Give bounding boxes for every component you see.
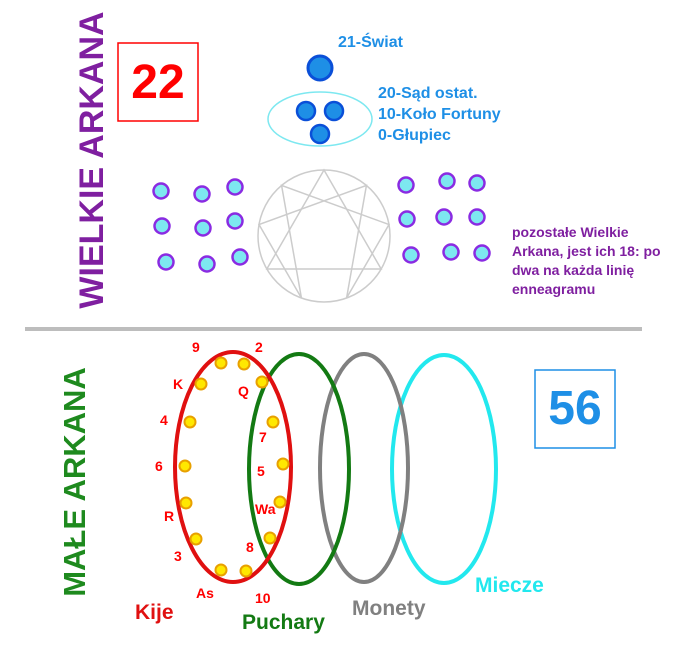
minor-count-box: [534, 369, 616, 449]
enneagram: [257, 168, 391, 303]
suit-label-cups: Puchary: [242, 611, 325, 634]
card-dot-4: [255, 375, 269, 389]
major-card-circle-left-4: [153, 217, 171, 235]
card-dot-1: [214, 356, 228, 370]
major-card-circle-left-6: [226, 212, 244, 230]
fool-card-circle: [309, 123, 331, 145]
judgement-label: 20-Sąd ostat.: [378, 85, 478, 102]
wheel-card-circle: [323, 100, 345, 122]
suit-label-swords: Miecze: [475, 574, 544, 597]
major-card-circle-right-3: [468, 174, 486, 192]
card-dot-3: [194, 377, 208, 391]
card-label-three: 3: [174, 548, 182, 564]
wheel-label: 10-Koło Fortuny: [378, 106, 501, 123]
minor-count: 56: [548, 382, 601, 435]
major-card-circle-right-7: [402, 246, 420, 264]
card-label-nine: 9: [192, 339, 200, 355]
major-card-circle-left-7: [157, 253, 175, 271]
card-dot-2: [237, 357, 251, 371]
major-card-circle-right-6: [468, 208, 486, 226]
major-card-circle-right-4: [398, 210, 416, 228]
enneagram-hexad: [257, 184, 391, 299]
card-label-eight: 8: [246, 539, 254, 555]
cups-ellipse: [247, 352, 351, 586]
major-card-circle-right-8: [442, 243, 460, 261]
card-dot-10: [273, 495, 287, 509]
major-arcana-title: WIELKIE ARKANA: [73, 11, 111, 308]
wands-card-dots: [178, 356, 290, 578]
card-dot-12: [263, 531, 277, 545]
card-label-two: 2: [255, 339, 263, 355]
card-dot-6: [266, 415, 280, 429]
enneagram-triangle: [265, 168, 383, 270]
major-card-circle-left-2: [193, 185, 211, 203]
card-label-knight: R: [164, 508, 174, 524]
major-card-circle-right-1: [397, 176, 415, 194]
fool-label: 0-Głupiec: [378, 127, 451, 144]
major-circles-left: [152, 178, 249, 273]
card-label-seven: 7: [259, 429, 267, 445]
card-dot-8: [276, 457, 290, 471]
note-line-4: enneagramu: [512, 281, 595, 297]
note-line-3: dwa na każda linię: [512, 262, 634, 278]
card-dot-13: [214, 563, 228, 577]
major-card-circle-right-2: [438, 172, 456, 190]
major-card-circle-right-9: [473, 244, 491, 262]
major-circles-right: [397, 172, 491, 264]
wands-ellipse: [173, 350, 293, 584]
card-label-ten: 10: [255, 590, 271, 606]
major-card-circle-left-8: [198, 255, 216, 273]
enneagram-circle: [257, 169, 391, 303]
note-line-2: Arkana, jest ich 18: po: [512, 243, 661, 259]
card-label-six: 6: [155, 458, 163, 474]
world-card-circle: [306, 54, 334, 82]
card-label-four: 4: [160, 412, 168, 428]
minor-arcana-title: MAŁE ARKANA: [57, 367, 92, 597]
major-card-circle-right-5: [435, 208, 453, 226]
major-count: 22: [131, 56, 184, 109]
card-dot-7: [178, 459, 192, 473]
card-dot-14: [239, 564, 253, 578]
card-label-ace: As: [196, 585, 214, 601]
judgement-card-circle: [295, 100, 317, 122]
major-card-circle-left-1: [152, 182, 170, 200]
card-label-king: K: [173, 376, 183, 392]
suit-label-wands: Kije: [135, 601, 174, 624]
major-count-box: [117, 42, 199, 122]
major-card-circle-left-3: [226, 178, 244, 196]
card-dot-5: [183, 415, 197, 429]
coins-ellipse: [318, 352, 410, 584]
swords-ellipse: [390, 353, 498, 585]
note-line-1: pozostałe Wielkie: [512, 224, 629, 240]
card-label-queen: Q: [238, 383, 249, 399]
card-dot-11: [189, 532, 203, 546]
card-label-page: Wa: [255, 501, 276, 517]
card-dot-9: [179, 496, 193, 510]
suit-label-coins: Monety: [352, 597, 426, 620]
special-cards-ellipse: [267, 91, 373, 147]
major-card-circle-left-9: [231, 248, 249, 266]
card-label-five: 5: [257, 463, 265, 479]
major-card-circle-left-5: [194, 219, 212, 237]
world-label: 21-Świat: [338, 32, 404, 51]
